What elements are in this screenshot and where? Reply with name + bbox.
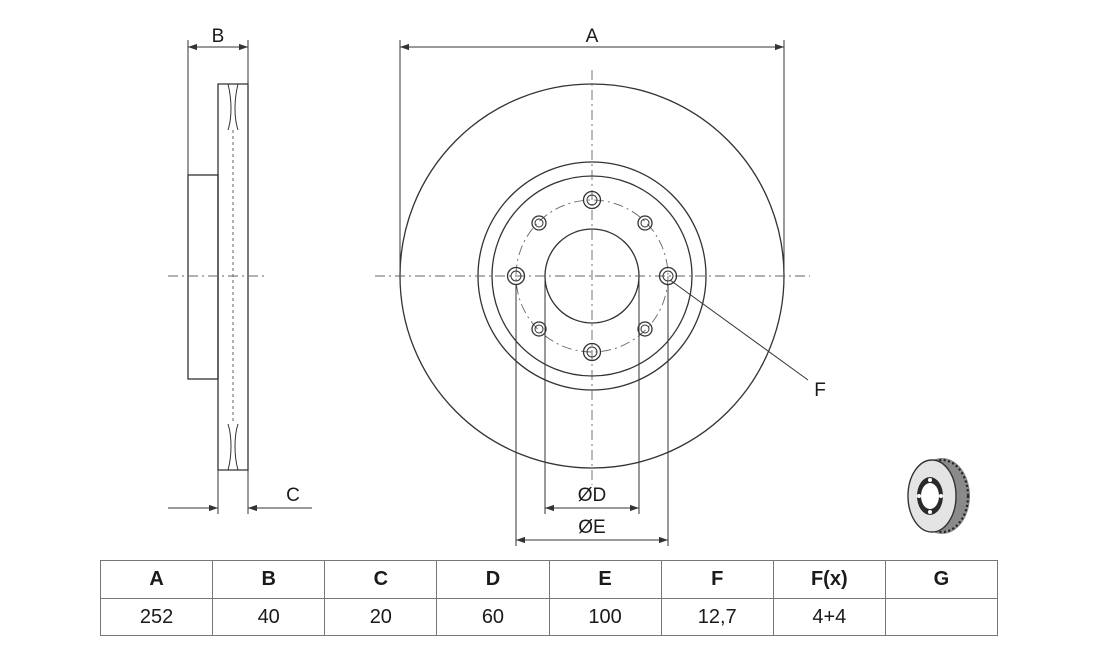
header-cell-b: B [212, 560, 326, 599]
locating-holes [531, 215, 653, 337]
front-view: A F ØD ØE [375, 26, 826, 546]
value-cell-b: 40 [212, 598, 326, 636]
value-cell-a: 252 [99, 598, 214, 636]
header-cell-fx: F(x) [772, 560, 886, 599]
bolt-holes [506, 190, 678, 362]
value-cell-g [884, 598, 999, 636]
side-view: B C [168, 26, 312, 514]
header-cell-e: E [548, 560, 662, 599]
header-cell-c: C [324, 560, 438, 599]
brake-disc-thumbnail-icon [907, 458, 970, 534]
header-cell-d: D [436, 560, 550, 599]
specification-table: A B C D E F F(x) G 252 40 20 60 100 12,7… [99, 560, 999, 636]
table-values-row: 252 40 20 60 100 12,7 4+4 [99, 598, 999, 636]
dimension-a-label: A [586, 26, 599, 47]
value-cell-d: 60 [436, 598, 550, 636]
value-cell-f: 12,7 [660, 598, 774, 636]
header-cell-f: F [660, 560, 774, 599]
table-header-row: A B C D E F F(x) G [99, 560, 999, 599]
header-cell-a: A [99, 560, 214, 599]
value-cell-c: 20 [324, 598, 438, 636]
dimension-e-label: ØE [578, 517, 605, 538]
header-cell-g: G [884, 560, 999, 599]
dimension-c-label: C [286, 485, 300, 506]
value-cell-fx: 4+4 [772, 598, 886, 636]
dimension-b-label: B [212, 26, 225, 47]
dimension-d-label: ØD [578, 485, 607, 506]
dimension-f-label: F [814, 380, 826, 401]
value-cell-e: 100 [548, 598, 662, 636]
